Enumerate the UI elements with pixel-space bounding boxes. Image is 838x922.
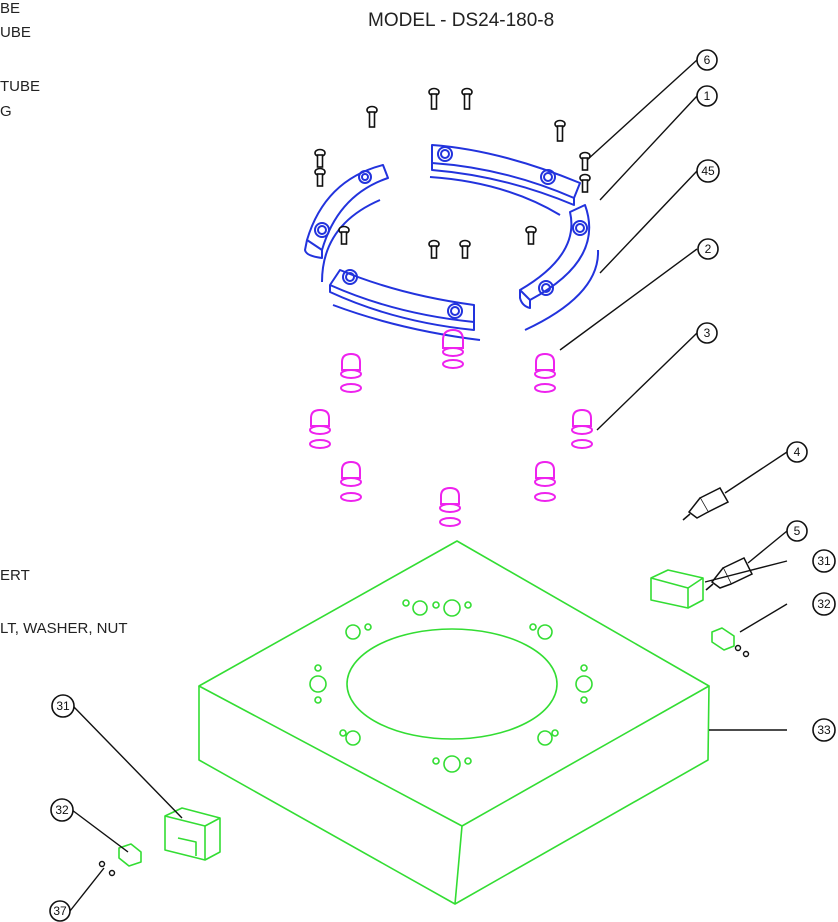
seal-assembly bbox=[439, 486, 461, 527]
bolt-hole bbox=[432, 599, 472, 617]
bolt bbox=[554, 119, 566, 142]
callout-1: 1 bbox=[696, 85, 718, 107]
callout-label: 2 bbox=[705, 242, 712, 256]
callout-32: 32 bbox=[812, 592, 836, 616]
clamp-segments bbox=[304, 144, 600, 341]
callout-label: 37 bbox=[53, 904, 67, 918]
callout-31-left: 31 bbox=[51, 694, 75, 718]
callout-3: 3 bbox=[696, 322, 718, 344]
bolt-hole bbox=[575, 664, 593, 704]
bolt bbox=[579, 173, 591, 193]
seal-assembly bbox=[309, 408, 331, 449]
callout-31: 31 bbox=[812, 549, 836, 573]
legend-fragment: UBE bbox=[0, 24, 31, 41]
fittings bbox=[682, 487, 754, 591]
leader-lines bbox=[69, 59, 788, 912]
seal-assembly bbox=[534, 352, 556, 393]
clamp-segment-left bbox=[304, 164, 389, 283]
callout-label: 6 bbox=[704, 53, 711, 67]
seal-assembly bbox=[340, 352, 362, 393]
callout-6: 6 bbox=[696, 49, 718, 71]
model-title: MODEL - DS24-180-8 bbox=[368, 10, 555, 31]
bolt-hole bbox=[402, 599, 428, 616]
callout-label: 32 bbox=[55, 803, 69, 817]
clamp-segment-bottom bbox=[329, 269, 481, 341]
bolt bbox=[428, 239, 440, 259]
lifting-lugs bbox=[118, 569, 735, 867]
bolt bbox=[461, 87, 473, 110]
bolt bbox=[366, 105, 378, 128]
bolt-hole bbox=[345, 623, 372, 640]
callout-label: 33 bbox=[817, 723, 831, 737]
callout-label: 4 bbox=[794, 445, 801, 459]
bolt bbox=[428, 87, 440, 110]
seals bbox=[309, 328, 593, 527]
callout-bubbles: 6 1 45 2 3 4 5 31 32 33 31 32 37 bbox=[49, 49, 836, 922]
hardware-screws bbox=[98, 644, 750, 877]
clamp-segment-top bbox=[429, 144, 581, 216]
bolt-hole bbox=[339, 729, 361, 746]
legend-fragment: BE bbox=[0, 0, 21, 17]
bolt-hole bbox=[432, 755, 472, 773]
legend-fragment: TUBE bbox=[0, 78, 41, 95]
bolt bbox=[314, 167, 326, 187]
callout-label: 5 bbox=[794, 524, 801, 538]
callout-2: 2 bbox=[697, 238, 719, 260]
retainer-clip-right bbox=[711, 627, 735, 651]
seal-assembly bbox=[340, 460, 362, 502]
fitting-4 bbox=[682, 487, 730, 521]
lifting-lug-right bbox=[650, 569, 704, 609]
bolt bbox=[525, 225, 537, 245]
callout-label: 45 bbox=[701, 164, 715, 178]
seal-assembly bbox=[571, 408, 593, 449]
legend-fragment: ERT bbox=[0, 567, 30, 584]
base-block bbox=[198, 540, 710, 905]
bolts bbox=[314, 87, 591, 259]
callout-5: 5 bbox=[786, 520, 808, 542]
bolt-hole bbox=[537, 729, 559, 746]
legend-fragment: LT, WASHER, NUT bbox=[0, 620, 128, 637]
seal-assembly bbox=[442, 328, 464, 369]
retainer-clip-left bbox=[118, 843, 142, 867]
bolt bbox=[314, 148, 326, 168]
bolt-hole bbox=[309, 664, 327, 704]
bolt-hole bbox=[529, 623, 553, 640]
callout-4: 4 bbox=[786, 441, 808, 463]
seal-assembly bbox=[534, 460, 556, 502]
lifting-lug-left bbox=[164, 807, 221, 861]
callout-label: 31 bbox=[817, 554, 831, 568]
bolt bbox=[459, 239, 471, 259]
callout-label: 1 bbox=[704, 89, 711, 103]
callout-45: 45 bbox=[696, 159, 720, 183]
fitting-5 bbox=[705, 557, 754, 591]
callout-32-left: 32 bbox=[50, 798, 74, 822]
callout-label: 31 bbox=[56, 699, 70, 713]
clamp-segment-right bbox=[519, 204, 600, 331]
callout-label: 3 bbox=[704, 326, 711, 340]
callout-37: 37 bbox=[49, 900, 71, 922]
callout-33: 33 bbox=[812, 718, 836, 742]
legend-fragment: G bbox=[0, 103, 12, 120]
callout-label: 32 bbox=[817, 597, 831, 611]
bolt bbox=[338, 225, 350, 245]
bolt bbox=[579, 151, 591, 171]
